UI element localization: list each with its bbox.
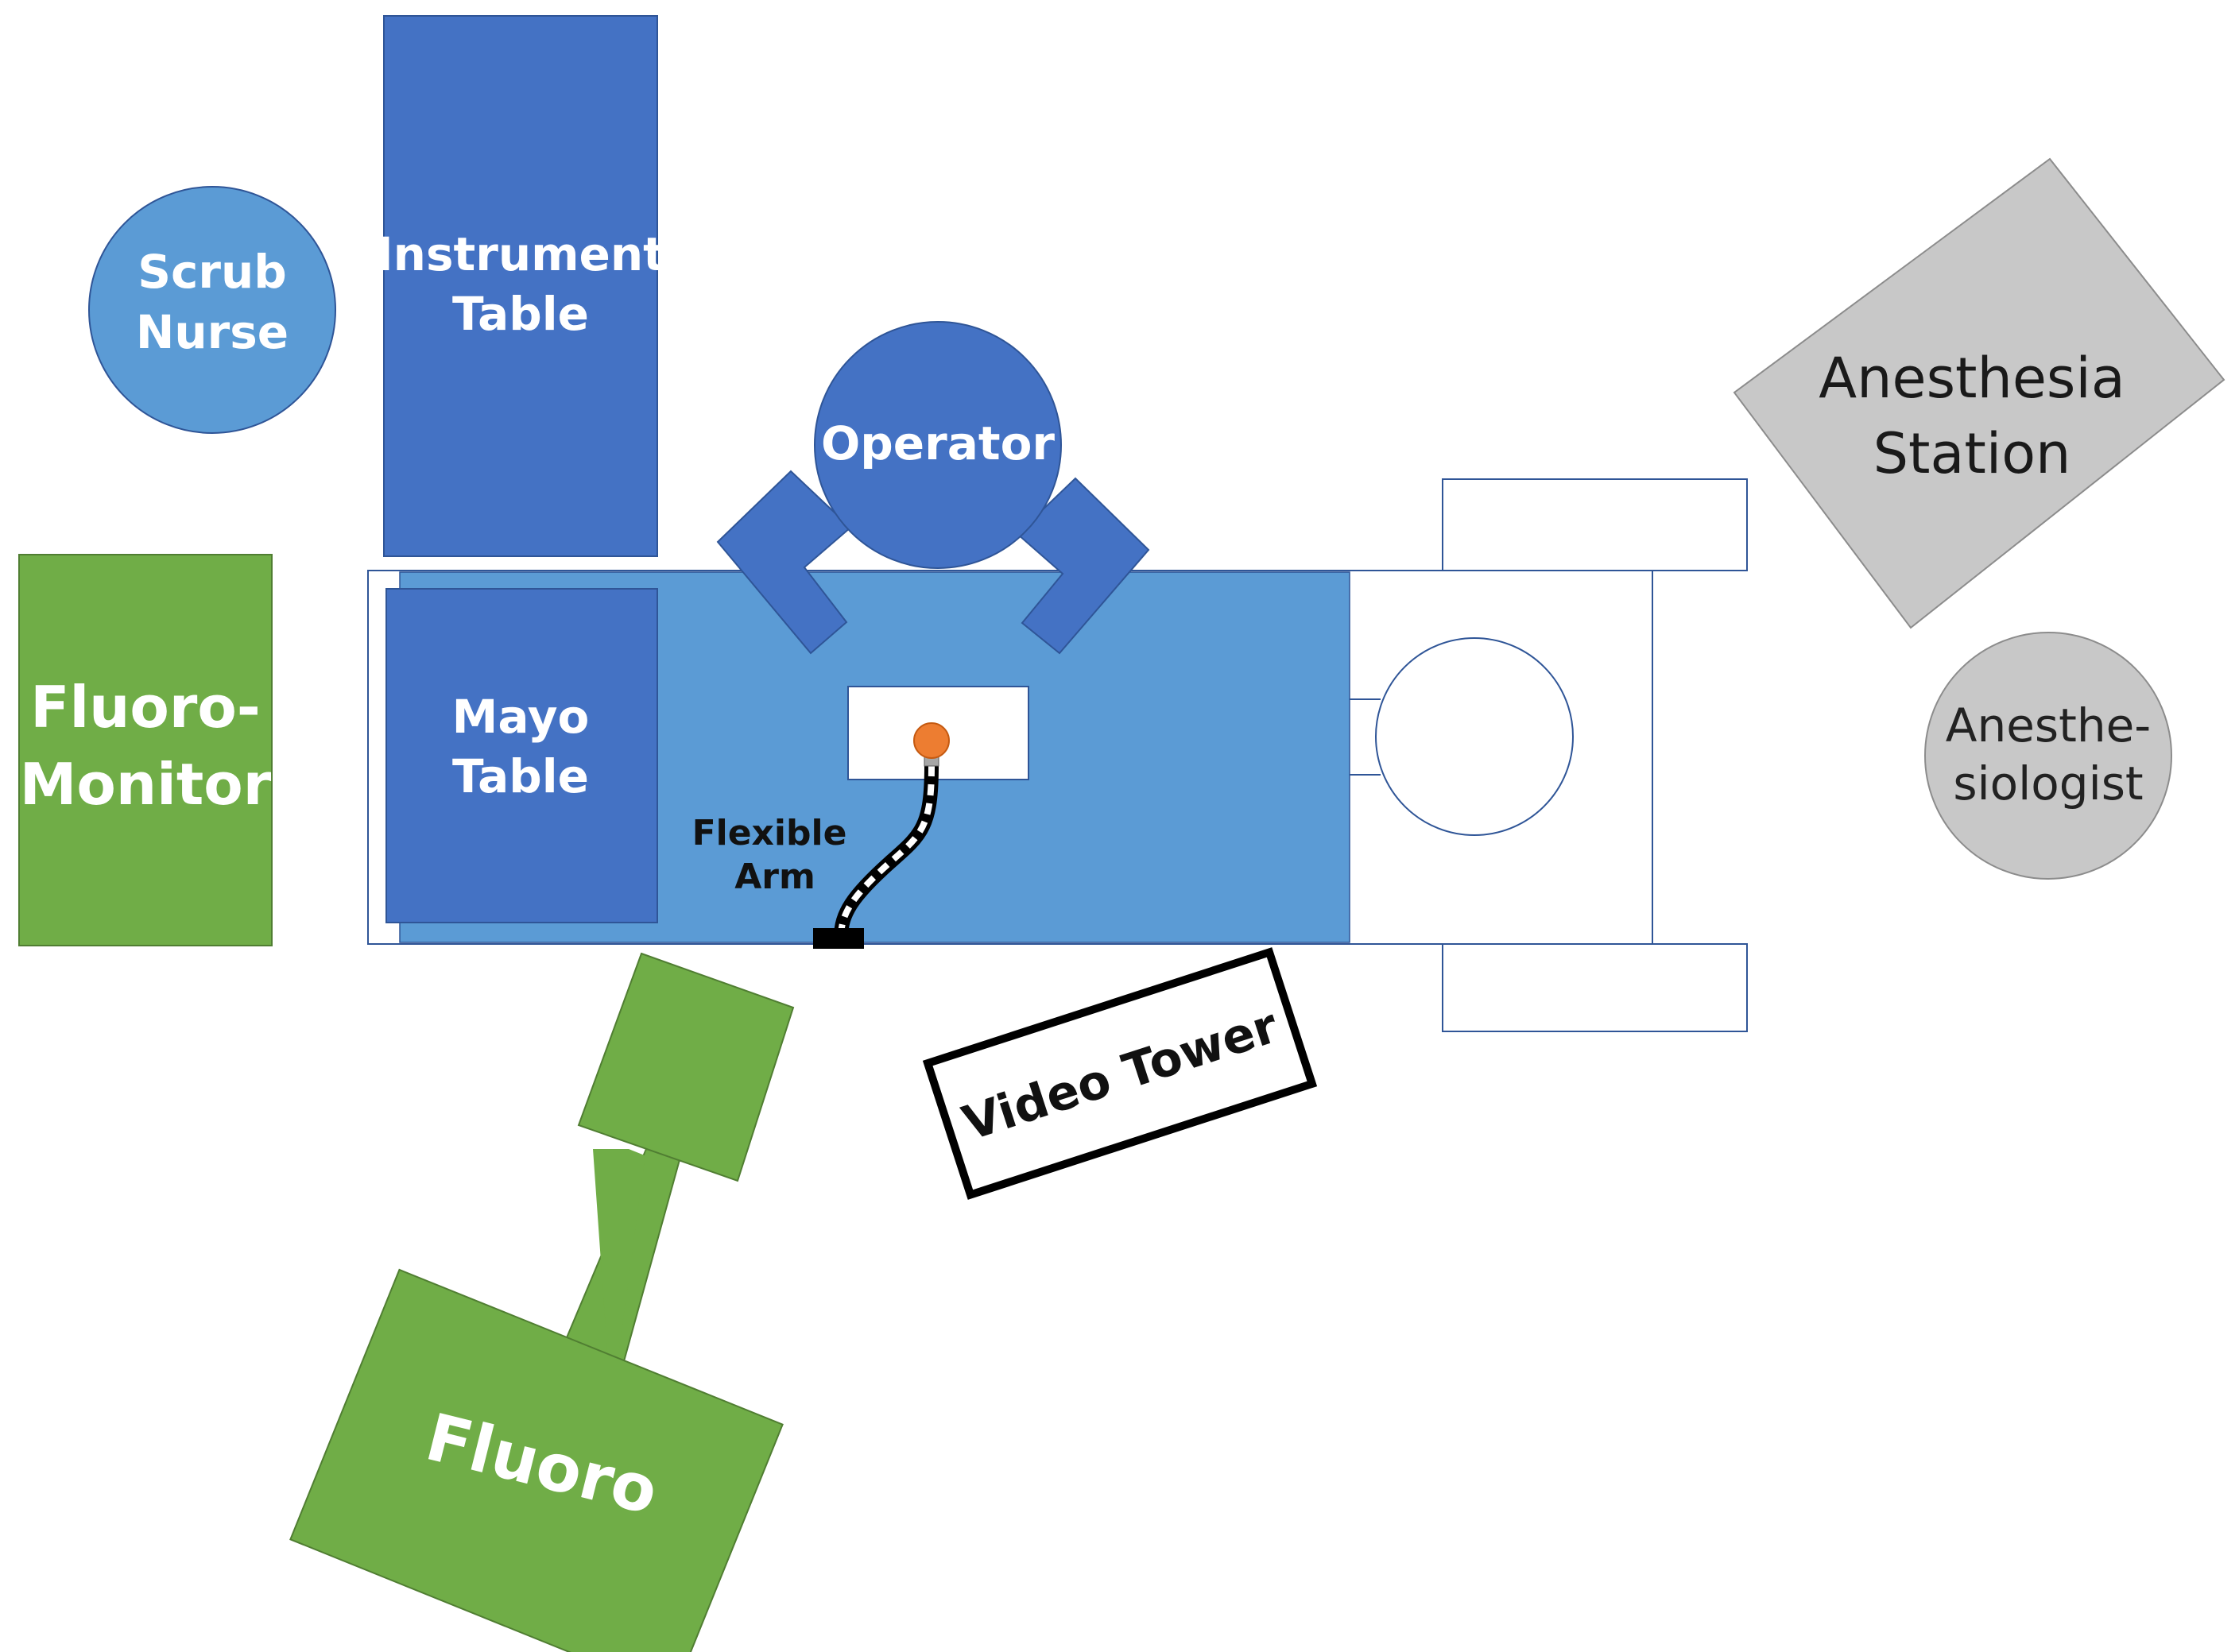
anesthesia-station: Anesthesia Station [1733, 157, 2225, 629]
instrument-table: Instrument Table [376, 15, 665, 557]
flexible-arm: Flexible Arm [692, 722, 950, 949]
scrub-nurse-label-2: Nurse [136, 305, 289, 359]
scrub-nurse-label-1: Scrub [138, 245, 287, 299]
instrument-table-label-1: Instrument [376, 227, 665, 281]
anesthesiologist: Anesthe- siologist [1924, 632, 2172, 880]
operator: Operator [716, 321, 1150, 655]
instrument-table-label-2: Table [452, 287, 589, 341]
light-bulb-icon [913, 722, 950, 759]
flexible-arm-label-1: Flexible [692, 813, 847, 853]
anesthesiologist-label-1: Anesthe- [1946, 698, 2151, 752]
fluoro-monitor: Fluoro- Monitor [18, 554, 273, 946]
fluoro-monitor-label-1: Fluoro- [30, 674, 260, 741]
mayo-table-label-1: Mayo [452, 690, 590, 744]
mayo-table-label-2: Table [452, 749, 589, 803]
fluoro-c-arm: Fluoro [289, 952, 795, 1652]
scrub-nurse: Scrub Nurse [88, 186, 336, 434]
flexible-arm-label-2: Arm [734, 857, 815, 897]
arm-board-bottom [1442, 943, 1748, 1032]
anesthesiologist-label-2: siologist [1953, 756, 2143, 811]
operator-label: Operator [821, 416, 1055, 470]
anesthesia-station-label-1: Anesthesia [1819, 346, 2125, 411]
video-tower: Video Tower [922, 947, 1318, 1200]
mayo-table: Mayo Table [385, 588, 658, 923]
arm-board-top [1442, 478, 1748, 571]
anesthesia-station-label-2: Station [1873, 421, 2071, 486]
patient-head [1350, 637, 1574, 836]
fluoro-monitor-label-2: Monitor [20, 751, 272, 818]
